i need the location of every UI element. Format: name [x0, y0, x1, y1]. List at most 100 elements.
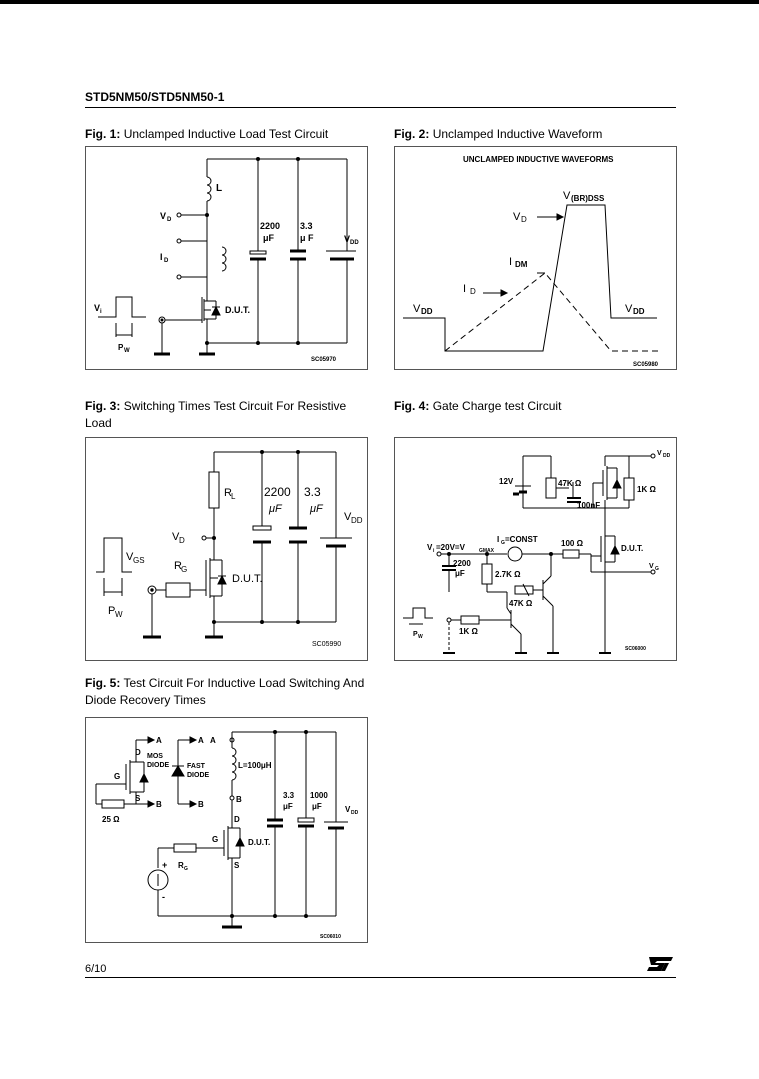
- fig4-label-pw: P: [413, 631, 418, 638]
- fig3-label-c2-value: 3.3: [304, 485, 321, 499]
- fig1-label-vi: V: [94, 303, 100, 313]
- fig4-label-vi: V: [427, 543, 433, 552]
- fig3-title: Switching Times Test Circuit For Resisti…: [85, 399, 347, 430]
- fig3-label-c2-unit: μF: [309, 503, 324, 515]
- fig4-label-2200: 2200: [453, 559, 471, 568]
- fig2-label-idm-sub: DM: [515, 260, 528, 269]
- fig5-label-rg-sub: G: [184, 866, 188, 872]
- fig4-label-12v: 12V: [499, 477, 514, 486]
- footer-rule: [85, 977, 676, 978]
- fig4-label-47k: 47K Ω: [558, 479, 582, 488]
- fig4-label-ig-sub: G: [501, 540, 505, 546]
- fig3-label-vgs-sub: GS: [133, 556, 145, 565]
- fig1-label-c2-unit: μ F: [300, 233, 314, 243]
- fig5-code: SC06010: [320, 934, 341, 940]
- fig1-label-pw: P: [118, 343, 124, 352]
- fig1-schematic: L V D I D V i P W D.U.T. 2200 μF 3.3 μ F…: [94, 157, 359, 363]
- fig4-label-vgmax-sub: GMAX: [479, 548, 495, 554]
- fig5-label-dut: D.U.T.: [248, 838, 270, 847]
- fig1-title: Unclamped Inductive Load Test Circuit: [123, 127, 329, 141]
- fig4-label-vi-eq: =20V=V: [436, 543, 466, 552]
- fig5-label-3-3: 3.3: [283, 791, 295, 800]
- fig5-label-s1: S: [135, 794, 141, 803]
- fig1-label-l: L: [216, 183, 222, 194]
- fig4-label-2200-unit: μF: [455, 569, 465, 578]
- fig5-label-fast-diode: DIODE: [187, 772, 210, 779]
- fig4-label-1k-top: 1K Ω: [637, 485, 656, 494]
- fig5-label-b2: B: [198, 800, 204, 809]
- fig4-schematic: V DD 12V 47K Ω 100nF 1K Ω V i =20V=V GMA…: [403, 450, 671, 654]
- fig3-label-c1-value: 2200: [264, 485, 291, 499]
- fig5-label-g-dut: G: [212, 835, 218, 844]
- fig2-title: Unclamped Inductive Waveform: [432, 127, 603, 141]
- fig1-label-dut: D.U.T.: [225, 305, 250, 315]
- fig3-label-rl: R: [224, 487, 232, 499]
- fig5-label-g1: G: [114, 772, 120, 781]
- fig3-schematic: R L 2200 μF 3.3 μF V DD V D V GS R G D.U…: [96, 450, 363, 648]
- fig3-label-vdd: V: [344, 511, 352, 523]
- fig5-label-l100uh: L=100μH: [238, 761, 272, 770]
- fig3-box: R L 2200 μF 3.3 μF V DD V D V GS R G D.U…: [85, 437, 368, 661]
- fig4-label-vi-sub: i: [433, 548, 435, 554]
- fig3-number: Fig. 3:: [85, 399, 121, 413]
- fig5-box: A D MOS DIODE G S B 25 Ω A A FAST DIODE …: [85, 717, 368, 943]
- fig5-label-mos: MOS: [147, 753, 163, 760]
- fig2-label-vdd-left-sub: DD: [421, 307, 433, 316]
- fig3-caption: Fig. 3: Switching Times Test Circuit For…: [85, 398, 355, 432]
- fig2-box: UNCLAMPED INDUCTIVE WAVEFORMS V (BR)DSS …: [394, 146, 677, 370]
- fig3-label-rg: R: [174, 560, 182, 572]
- fig4-label-vg: V: [649, 563, 654, 570]
- fig5-title: Test Circuit For Inductive Load Switchin…: [85, 676, 365, 707]
- fig5-label-a2: A: [198, 736, 204, 745]
- fig2-heading: UNCLAMPED INDUCTIVE WAVEFORMS: [463, 155, 614, 164]
- fig5-label-fast: FAST: [187, 763, 206, 770]
- page-number: 6/10: [85, 963, 107, 975]
- fig4-box: V DD 12V 47K Ω 100nF 1K Ω V i =20V=V GMA…: [394, 437, 677, 661]
- fig5-number: Fig. 5:: [85, 676, 121, 690]
- fig4-label-pw-sub: W: [418, 634, 423, 640]
- st-logo-icon: [645, 955, 675, 978]
- fig1-label-c1-unit: μF: [263, 233, 275, 243]
- fig3-code: SC05990: [312, 641, 341, 648]
- fig5-label-b1: B: [156, 800, 162, 809]
- fig4-title: Gate Charge test Circuit: [432, 399, 562, 413]
- fig2-label-id-sub: D: [470, 287, 476, 296]
- fig1-box: L V D I D V i P W D.U.T. 2200 μF 3.3 μ F…: [85, 146, 368, 370]
- fig5-label-d-dut: D: [234, 815, 240, 824]
- fig2-label-vd: V: [513, 211, 521, 223]
- fig5-label-a1: A: [156, 736, 162, 745]
- fig5-schematic: A D MOS DIODE G S B 25 Ω A A FAST DIODE …: [95, 730, 359, 940]
- fig3-label-vdd-sub: DD: [351, 516, 363, 525]
- fig5-label-1000-unit: μF: [312, 802, 322, 811]
- fig5-label-rg: R: [178, 861, 184, 870]
- document-header: STD5NM50/STD5NM50-1: [85, 90, 225, 104]
- fig1-number: Fig. 1:: [85, 127, 121, 141]
- fig1-label-id-sub: D: [164, 258, 169, 264]
- fig5-label-mos-diode: DIODE: [147, 762, 170, 769]
- fig5-label-b3: B: [236, 795, 242, 804]
- fig4-label-vdd-sub: DD: [663, 453, 671, 459]
- fig1-label-c1-value: 2200: [260, 221, 280, 231]
- fig5-label-3-3-unit: μF: [283, 802, 293, 811]
- fig2-label-vd-sub: D: [521, 215, 527, 224]
- fig4-code: SC06000: [625, 646, 646, 652]
- fig5-label-minus: -: [162, 892, 165, 902]
- fig4-label-vg-sub: G: [655, 566, 659, 572]
- fig3-label-rg-sub: G: [181, 565, 187, 574]
- fig5-label-1000: 1000: [310, 791, 328, 800]
- fig3-label-vgs: V: [126, 551, 134, 563]
- header-rule: [85, 107, 676, 108]
- fig4-label-1k-bottom: 1K Ω: [459, 627, 478, 636]
- fig1-label-id: I: [160, 252, 163, 262]
- fig1-code: SC05970: [311, 357, 337, 363]
- fig4-label-vdd: V: [657, 450, 662, 457]
- fig2-label-vdd-right: V: [625, 303, 633, 315]
- fig1-label-vi-sub: i: [100, 309, 102, 315]
- fig4-label-ig-eq: =CONST: [505, 535, 538, 544]
- fig2-caption: Fig. 2: Unclamped Inductive Waveform: [394, 126, 602, 143]
- fig4-label-47k-pot: 47K Ω: [509, 599, 533, 608]
- fig1-label-c2-value: 3.3: [300, 221, 313, 231]
- fig3-label-dut: D.U.T.: [232, 573, 263, 585]
- fig5-label-d-top: D: [135, 748, 141, 757]
- fig2-label-vdd-left: V: [413, 303, 421, 315]
